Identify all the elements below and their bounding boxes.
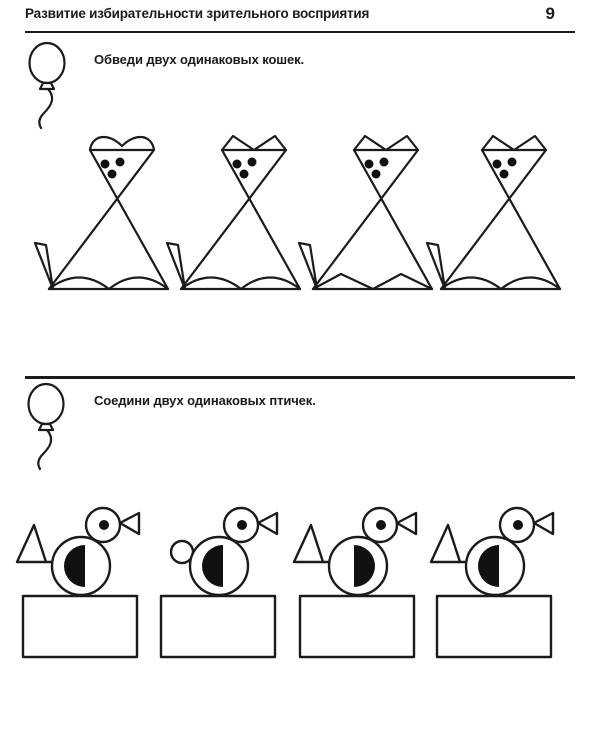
cat-figure-3 bbox=[297, 134, 434, 291]
header-rule bbox=[25, 31, 575, 33]
balloon-icon bbox=[28, 41, 66, 130]
page-number: 9 bbox=[545, 4, 555, 23]
birds-figure-row bbox=[15, 506, 555, 659]
page-title: Развитие избирательности зрительного вос… bbox=[25, 6, 370, 21]
perch-rectangle bbox=[159, 594, 277, 659]
perch-rectangle bbox=[21, 594, 139, 659]
cat-figure-1 bbox=[33, 135, 170, 291]
instruction-birds: Соедини двух одинаковых птичек. bbox=[94, 393, 316, 408]
section-divider bbox=[25, 376, 575, 379]
perch-rectangle bbox=[298, 594, 416, 659]
cat-figure-2 bbox=[165, 134, 302, 291]
bird-figure-4 bbox=[429, 506, 555, 659]
bird-figure-3 bbox=[292, 506, 418, 659]
cat-figure-4 bbox=[425, 134, 562, 291]
cats-figure-row bbox=[33, 134, 562, 291]
balloon-icon bbox=[27, 382, 65, 471]
instruction-cats: Обведи двух одинаковых кошек. bbox=[94, 52, 305, 67]
perch-rectangle bbox=[435, 594, 553, 659]
bird-figure-1 bbox=[15, 506, 141, 659]
bird-figure-2 bbox=[159, 506, 279, 659]
